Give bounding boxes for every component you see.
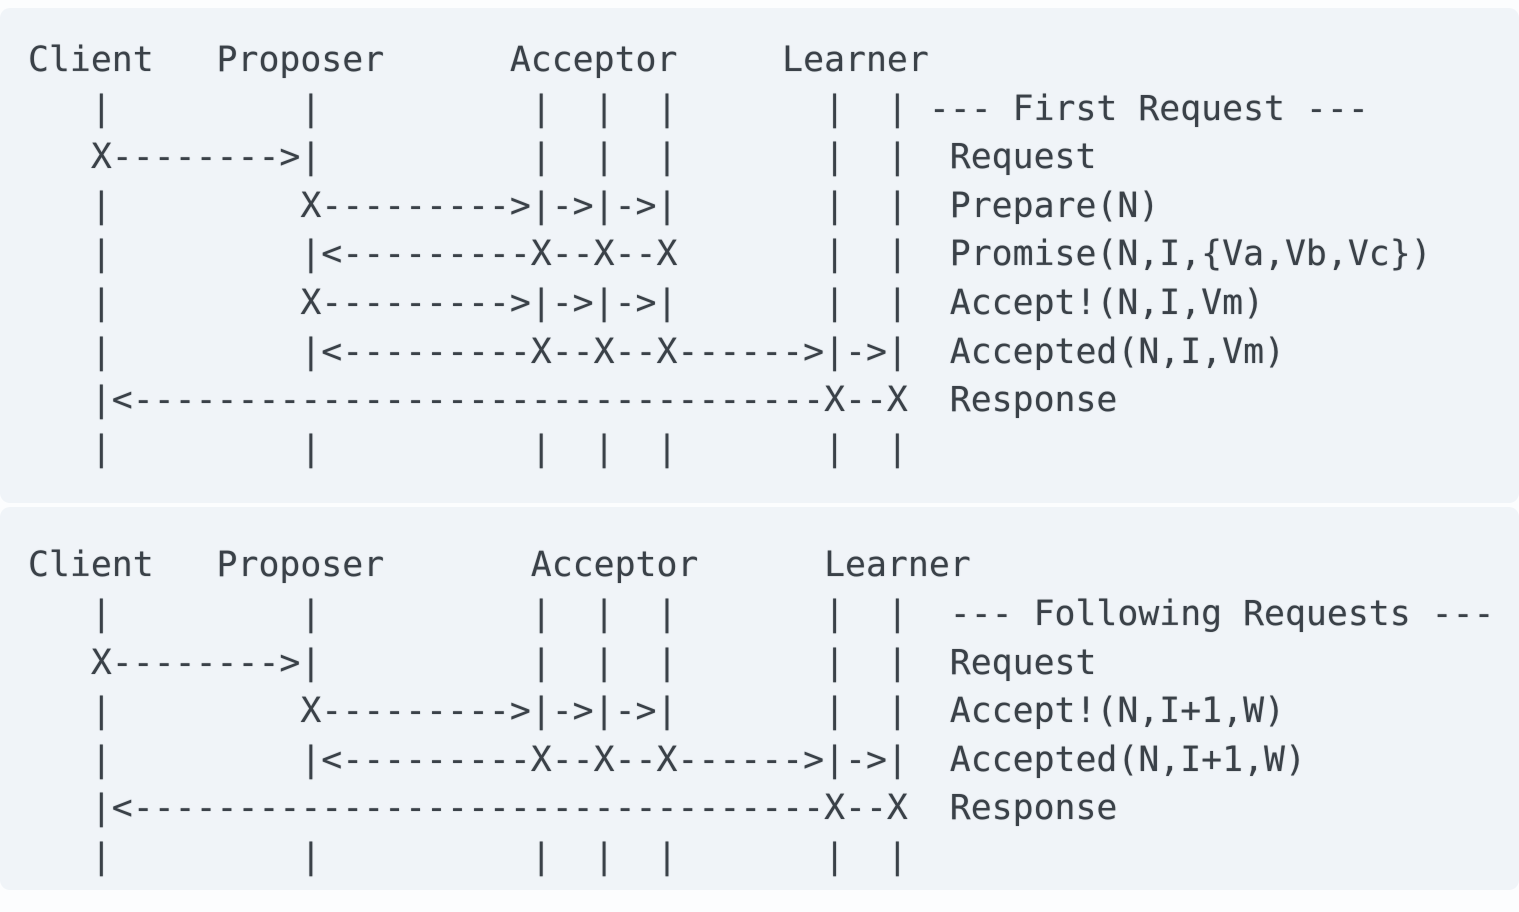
first-request-ascii-diagram: Client Proposer Acceptor Learner | | | |… <box>0 8 1519 504</box>
following-requests-ascii-diagram: Client Proposer Acceptor Learner | | | |… <box>0 507 1519 890</box>
paxos-sequence-diagram-page: Client Proposer Acceptor Learner | | | |… <box>0 8 1519 912</box>
